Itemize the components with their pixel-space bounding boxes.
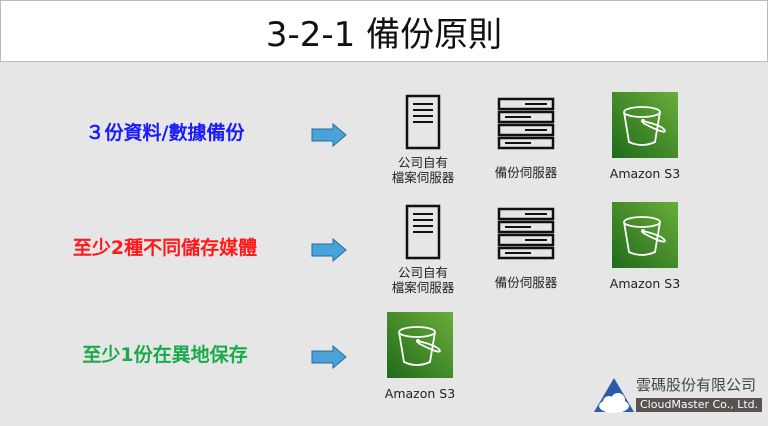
arrow-right-icon — [311, 237, 347, 263]
cloud-mountain-icon — [594, 378, 634, 413]
principle-label: 至少2種不同儲存媒體 — [72, 237, 258, 259]
icon-caption: Amazon S3 — [609, 166, 681, 181]
s3-bucket-icon — [387, 312, 453, 382]
s3-bucket-icon — [612, 92, 678, 162]
icon-caption: 公司自有 檔案伺服器 — [391, 155, 455, 185]
page-title: 3-2-1 備份原則 — [0, 0, 768, 62]
principle-label: 至少1份在異地保存 — [82, 344, 248, 366]
server-tower-icon — [405, 94, 441, 154]
principle-label: ３份資料/數據備份 — [85, 122, 245, 144]
arrow-right-icon — [311, 344, 347, 370]
s3-bucket-icon — [612, 202, 678, 272]
company-logo: 雲碼股份有限公司 CloudMaster Co., Ltd. — [594, 376, 764, 416]
server-tower-icon — [405, 204, 441, 264]
server-rack-icon — [497, 204, 555, 264]
arrow-right-icon — [311, 122, 347, 148]
icon-caption: Amazon S3 — [609, 276, 681, 291]
icon-caption: 公司自有 檔案伺服器 — [391, 265, 455, 295]
icon-caption: Amazon S3 — [384, 386, 456, 401]
company-name-cn: 雲碼股份有限公司 — [636, 376, 757, 394]
company-name-en: CloudMaster Co., Ltd. — [636, 398, 763, 412]
icon-caption: 備份伺服器 — [494, 165, 558, 180]
server-rack-icon — [497, 94, 555, 154]
icon-caption: 備份伺服器 — [494, 275, 558, 290]
